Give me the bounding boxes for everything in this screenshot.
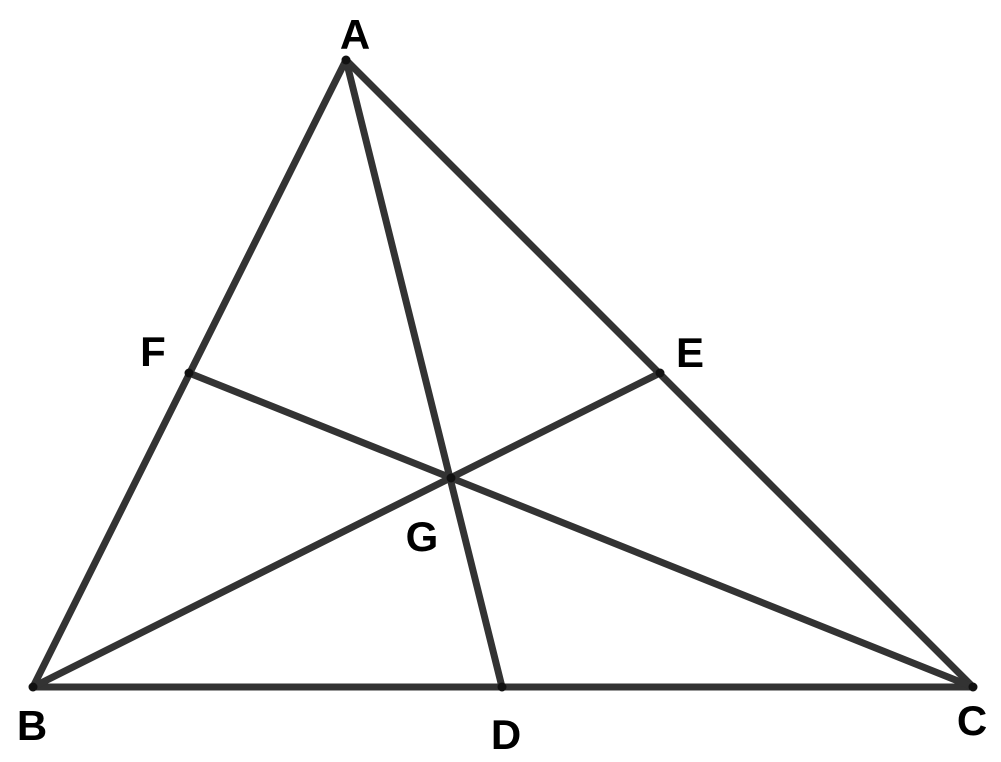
point-B [28,682,38,692]
label-D: D [490,711,522,758]
median-AD-line [342,56,506,691]
median-CF-line [185,369,977,691]
point-E [655,368,665,378]
point-G [446,473,456,483]
point-F [184,368,194,378]
point-A [341,55,351,65]
median-BE-line [29,369,664,691]
label-C: C [956,697,988,744]
points-group [28,55,978,692]
point-C [968,682,978,692]
label-B: B [16,702,48,749]
point-D [497,682,507,692]
segments-group [29,56,977,691]
label-E: E [675,329,705,376]
label-F: F [140,328,166,375]
label-G: G [405,513,439,560]
label-A: A [339,11,371,58]
